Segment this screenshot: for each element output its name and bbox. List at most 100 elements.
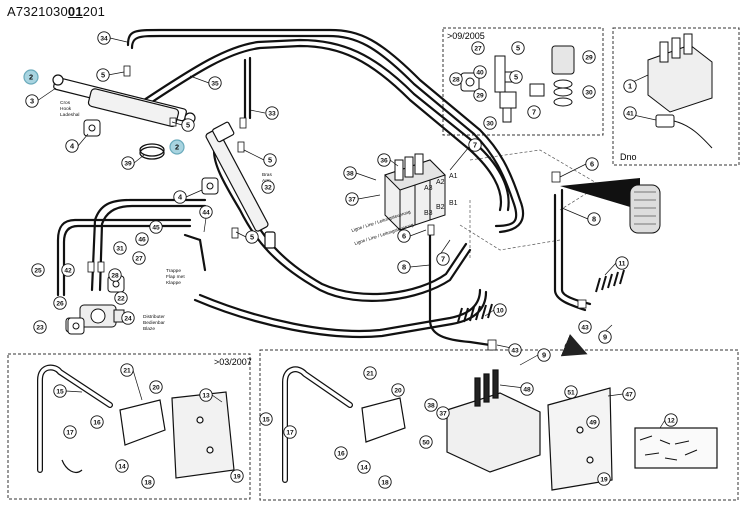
callout-27: 27 xyxy=(471,41,485,55)
arm-label-1: Bras xyxy=(262,172,272,178)
callout-circle xyxy=(121,156,135,170)
callout-9: 9 xyxy=(598,330,612,344)
callout-36: 36 xyxy=(377,153,391,167)
callout-17: 17 xyxy=(283,425,297,439)
guide-lines xyxy=(459,149,601,260)
callout-circle xyxy=(449,72,463,86)
callout-number: 28 xyxy=(111,273,119,280)
callout-circle xyxy=(363,366,377,380)
callout-4: 4 xyxy=(173,190,187,204)
callout-28: 28 xyxy=(108,268,122,282)
callout-number: 31 xyxy=(116,246,124,253)
callout-circle xyxy=(199,388,213,402)
callout-4: 4 xyxy=(65,139,79,153)
callout-27: 27 xyxy=(132,251,146,265)
callout-number: 22 xyxy=(117,296,125,303)
callout-circle xyxy=(65,139,79,153)
callout-5: 5 xyxy=(511,41,525,55)
inset-top-right-label: Dno xyxy=(620,152,637,162)
callout-circle xyxy=(208,76,222,90)
callout-5: 5 xyxy=(96,68,110,82)
callout-number: 9 xyxy=(542,351,546,360)
callout-circle xyxy=(97,31,111,45)
callout-circle xyxy=(623,79,637,93)
callout-circle xyxy=(132,251,146,265)
callout-number: 27 xyxy=(474,46,482,53)
arm-cylinder xyxy=(205,121,276,249)
callout-number: 25 xyxy=(34,268,42,275)
callout-number: 6 xyxy=(402,232,406,241)
callout-number: 11 xyxy=(619,261,626,268)
callout-30: 30 xyxy=(483,116,497,130)
distributor-label-3: Blaze xyxy=(143,326,155,332)
callout-circle xyxy=(357,460,371,474)
callout-circle xyxy=(23,69,39,85)
distributor-label-2: Bedienbar xyxy=(143,320,165,326)
callout-circle xyxy=(424,398,438,412)
callout-number: 7 xyxy=(473,141,477,150)
callout-circle xyxy=(511,41,525,55)
callout-circle xyxy=(169,139,185,155)
callout-number: 30 xyxy=(585,90,593,97)
callout-circle xyxy=(265,106,279,120)
callout-number: 18 xyxy=(381,480,389,487)
callout-circle xyxy=(471,41,485,55)
callout-circle xyxy=(419,435,433,449)
callout-5: 5 xyxy=(263,153,277,167)
callout-circle xyxy=(397,229,411,243)
direction-arrow xyxy=(560,334,588,357)
callout-circle xyxy=(343,166,357,180)
callout-circle xyxy=(135,232,149,246)
callout-number: 8 xyxy=(402,263,406,272)
callout-circle xyxy=(587,212,601,226)
callout-circle xyxy=(493,303,507,317)
callout-16: 16 xyxy=(334,446,348,460)
callout-number: 18 xyxy=(144,480,152,487)
callout-34: 34 xyxy=(97,31,111,45)
callout-circle xyxy=(121,311,135,325)
callout-circle xyxy=(473,65,487,79)
callout-circle xyxy=(114,291,128,305)
callout-number: 44 xyxy=(202,210,210,217)
callout-circle xyxy=(391,383,405,397)
callout-circle xyxy=(483,116,497,130)
callout-circle xyxy=(468,138,482,152)
callout-35: 35 xyxy=(208,76,222,90)
inset-bottom-left-date: >03/2007 xyxy=(214,357,252,367)
callout-number: 24 xyxy=(124,316,132,323)
callout-3: 3 xyxy=(25,94,39,108)
callout-20: 20 xyxy=(391,383,405,397)
callout-circle xyxy=(33,320,47,334)
cross-hook-label-2: Hook xyxy=(60,106,72,112)
callout-number: 34 xyxy=(100,36,108,43)
callout-number: 48 xyxy=(523,387,531,394)
callout-circle xyxy=(63,425,77,439)
callout-46: 46 xyxy=(135,232,149,246)
callout-18: 18 xyxy=(141,475,155,489)
callout-circle xyxy=(113,241,127,255)
callout-30: 30 xyxy=(582,85,596,99)
callout-number: 37 xyxy=(348,197,356,204)
callout-circle xyxy=(149,220,163,234)
callout-40: 40 xyxy=(473,65,487,79)
valve-port-codes: A1 A2 B1 B2 A3 B3 xyxy=(424,173,458,217)
callout-number: 5 xyxy=(516,44,520,53)
callout-number: 23 xyxy=(36,325,44,332)
callout-number: 42 xyxy=(64,268,72,275)
hose-clamp xyxy=(139,143,165,160)
callout-42: 42 xyxy=(61,263,75,277)
callout-number: 7 xyxy=(441,255,445,264)
callout-number: 2 xyxy=(175,143,179,152)
callout-22: 22 xyxy=(114,291,128,305)
callout-number: 29 xyxy=(476,93,484,100)
callout-circle xyxy=(397,260,411,274)
callout-number: 20 xyxy=(394,388,402,395)
callout-number: 19 xyxy=(600,477,608,484)
callout-circle xyxy=(53,296,67,310)
callout-number: 5 xyxy=(250,233,254,242)
callout-number: 50 xyxy=(422,440,430,447)
support-parts-left xyxy=(37,364,235,479)
callout-circle xyxy=(115,459,129,473)
callout-33: 33 xyxy=(265,106,279,120)
